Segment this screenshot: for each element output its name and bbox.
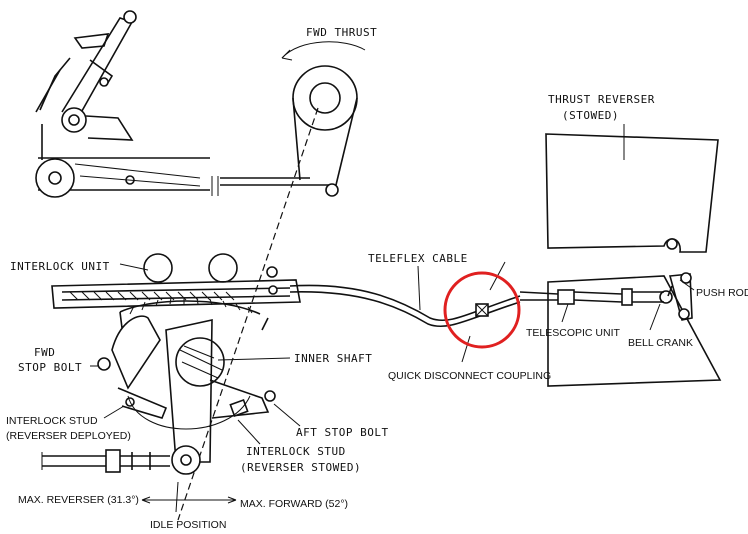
bell-crank-assembly [519,272,695,331]
fwd-thrust-pulley: FWD THRUST [211,26,377,197]
interlock-unit [51,253,301,331]
fwd-stop-bolt-label-2: STOP BOLT [18,361,82,374]
fwd-stop-bolt-label-1: FWD [34,346,55,359]
thrust-reverser-label: THRUST REVERSER [548,93,655,106]
interlock-stud-stowed-label-2: (REVERSER STOWED) [240,461,361,474]
max-forward-label: MAX. FORWARD (52°) [240,498,348,510]
throttle-lever-assembly [35,10,210,198]
push-rod-label: PUSH ROD [696,287,748,299]
interlock-stud-deployed-label-1: INTERLOCK STUD [6,415,98,427]
interlock-stowed-leader [237,419,261,445]
interlock-stud-stowed-label-1: INTERLOCK STUD [246,445,346,458]
travel-arrows [141,481,237,513]
aft-stop-leader [273,403,301,427]
aft-stop-bolt-label: AFT STOP BOLT [296,426,389,439]
telescopic-unit-label: TELESCOPIC UNIT [526,327,621,339]
control-path-dashed [177,107,319,521]
thrust-reverser-stowed-label: (STOWED) [562,109,619,122]
interlock-deployed-leader [103,405,125,419]
interlock-unit-label: INTERLOCK UNIT [10,260,110,273]
max-reverser-label: MAX. REVERSER (31.3°) [18,494,139,506]
highlight-circle [443,271,521,349]
teleflex-cable-label: TELEFLEX CABLE [368,252,468,265]
bell-crank-label: BELL CRANK [628,337,693,349]
interlock-stud-deployed-label-2: (REVERSER DEPLOYED) [6,430,131,442]
quick-disconnect-coupling [461,303,489,363]
inner-shaft-leader [217,357,291,361]
thrust-reverser-panel: THRUST REVERSER (STOWED) [545,93,722,387]
inner-shaft-label: INNER SHAFT [294,352,372,365]
fwd-thrust-label: FWD THRUST [306,26,377,39]
lower-lever-mechanism [41,315,276,475]
quick-disconnect-label: QUICK DISCONNECT COUPLING [388,370,551,382]
idle-position-label: IDLE POSITION [150,519,226,531]
interlock-unit-leader [119,263,149,271]
